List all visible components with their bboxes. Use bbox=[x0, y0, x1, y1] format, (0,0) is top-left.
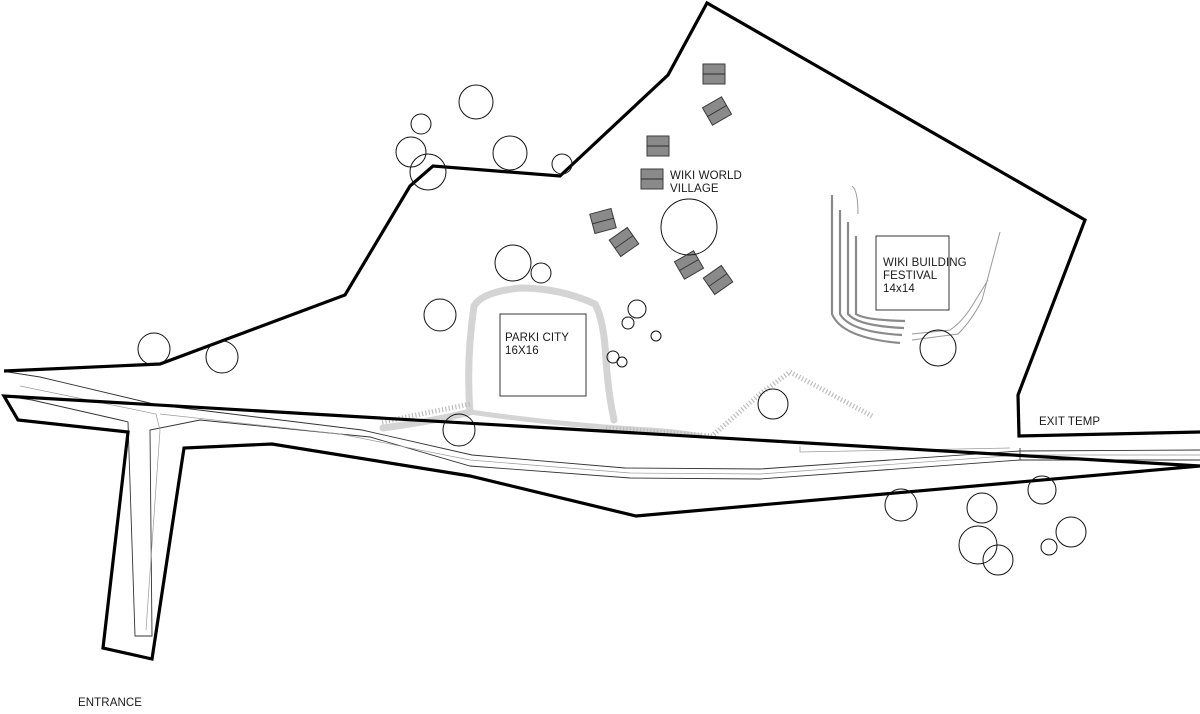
tree-icon bbox=[621, 316, 635, 330]
tree-icon bbox=[616, 356, 628, 368]
wiki-world-village-label: WIKI WORLD VILLAGE bbox=[670, 170, 742, 195]
tree-icon bbox=[205, 340, 239, 374]
tree-icon bbox=[919, 329, 957, 367]
tree-icon bbox=[551, 153, 573, 175]
tree-icon bbox=[409, 153, 447, 191]
tree-icon bbox=[884, 488, 918, 522]
tree-icon bbox=[627, 299, 647, 319]
entrance-label: ENTRANCE bbox=[78, 697, 143, 709]
hut-icon bbox=[640, 168, 664, 190]
tree-icon bbox=[494, 244, 532, 282]
entrance-road bbox=[5, 371, 1200, 637]
hut-icon bbox=[608, 226, 640, 258]
tree-icon bbox=[492, 135, 528, 171]
tree-icon bbox=[757, 388, 789, 420]
tree-icon bbox=[530, 262, 552, 284]
festival-curves bbox=[830, 185, 1001, 345]
wiki-building-festival-plot bbox=[875, 235, 950, 311]
tree-icon bbox=[958, 525, 998, 565]
tree-icon bbox=[410, 113, 432, 135]
tree-icon bbox=[458, 84, 494, 120]
exit-label: EXIT TEMP bbox=[1039, 416, 1101, 428]
parki-city-path bbox=[379, 284, 703, 439]
parki-city-plot bbox=[499, 313, 587, 397]
village-huts bbox=[589, 63, 734, 296]
hut-icon bbox=[701, 96, 733, 126]
hut-icon bbox=[702, 63, 726, 85]
trees bbox=[137, 84, 1087, 576]
tree-icon bbox=[1040, 538, 1058, 556]
parki-city-label: PARKI CITY 16X16 bbox=[505, 332, 570, 357]
hut-icon bbox=[702, 264, 734, 296]
tree-icon bbox=[1055, 516, 1087, 548]
site-boundary bbox=[1, 0, 1200, 661]
hatched-ramps bbox=[381, 369, 874, 439]
tree-icon bbox=[423, 298, 457, 332]
hut-icon bbox=[673, 250, 705, 280]
hut-icon bbox=[646, 135, 670, 157]
tree-icon bbox=[137, 332, 171, 366]
tree-icon bbox=[442, 413, 476, 447]
tree-icon bbox=[1027, 475, 1057, 505]
tree-icon bbox=[660, 198, 718, 256]
hut-icon bbox=[589, 207, 617, 235]
tree-icon bbox=[966, 492, 998, 524]
tree-icon bbox=[650, 330, 662, 342]
tree-icon bbox=[982, 544, 1014, 576]
tree-icon bbox=[606, 350, 620, 364]
tree-icon bbox=[395, 136, 427, 168]
wiki-building-festival-label: WIKI BUILDING FESTIVAL 14x14 bbox=[883, 257, 967, 295]
